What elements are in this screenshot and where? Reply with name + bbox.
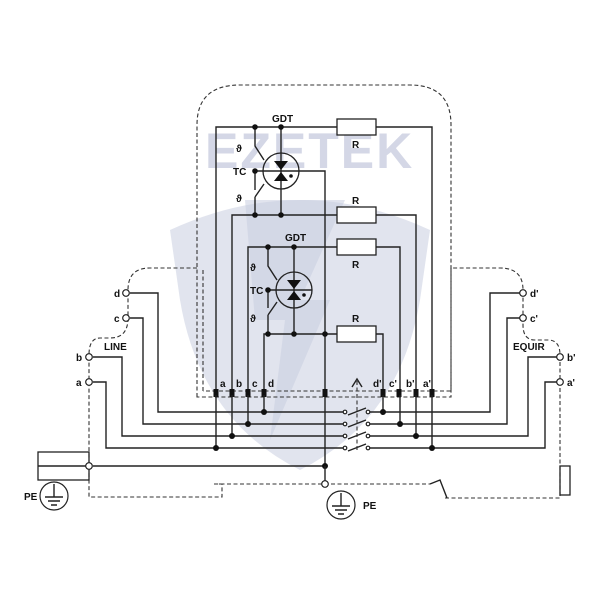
gdt-bottom-symbol [275,271,313,309]
ground-icon [39,481,69,511]
pin-label: c' [389,379,397,390]
resistor-label: R [352,260,360,271]
resistor-4 [336,325,377,343]
equir-label: EQUIR [513,342,545,353]
terminal-label-b: b [76,353,82,364]
base-wiring [37,289,571,496]
pin-label: d [268,379,274,390]
pin-label: d' [373,379,382,390]
din-rail-right [559,465,571,496]
terminal-label-a-prime: a' [567,378,575,389]
resistor-label: R [352,140,360,151]
terminal-label-d-prime: d' [530,289,539,300]
terminal-label-c: c [114,314,120,325]
gdt-stage-top: GDT TC ϑ ϑ R R [215,114,433,466]
pe-label-center: PE [363,501,377,512]
tc-label: TC [250,286,263,297]
pin-label: b' [406,379,415,390]
terminal-label-b-prime: b' [567,353,576,364]
thermal-label: ϑ [236,144,242,155]
gdt-label: GDT [285,233,306,244]
tc-label: TC [233,167,246,178]
resistor-3 [336,238,377,256]
module-outline [196,84,452,398]
terminal-label-d: d [114,289,120,300]
resistor-label: R [352,314,360,325]
pin-label: a' [423,379,431,390]
pin-label: b [236,379,242,390]
thermal-label: ϑ [250,263,256,274]
module-inner-outline [202,268,452,392]
disconnect-switch [347,377,367,452]
pin-label: a [220,379,226,390]
module-pins: a b c d d' c' b' a' [213,379,435,397]
resistor-2 [336,206,377,224]
gdt-label: GDT [272,114,293,125]
terminal-label-a: a [76,378,82,389]
line-label: LINE [104,342,127,353]
gdt-top-symbol [262,152,300,190]
pe-label-left: PE [24,492,38,503]
thermal-label: ϑ [236,194,242,205]
disconnect-lever [429,479,448,499]
ground-icon [326,490,356,520]
thermal-label: ϑ [250,314,256,325]
pin-label: c [252,379,258,390]
gdt-stage-bottom: GDT TC ϑ ϑ R R [247,233,401,395]
terminal-label-c-prime: c' [530,314,538,325]
resistor-label: R [352,196,360,207]
watermark-logo: EZETEK [170,123,430,470]
watermark-text: EZETEK [205,123,414,179]
resistor-1 [336,118,377,136]
